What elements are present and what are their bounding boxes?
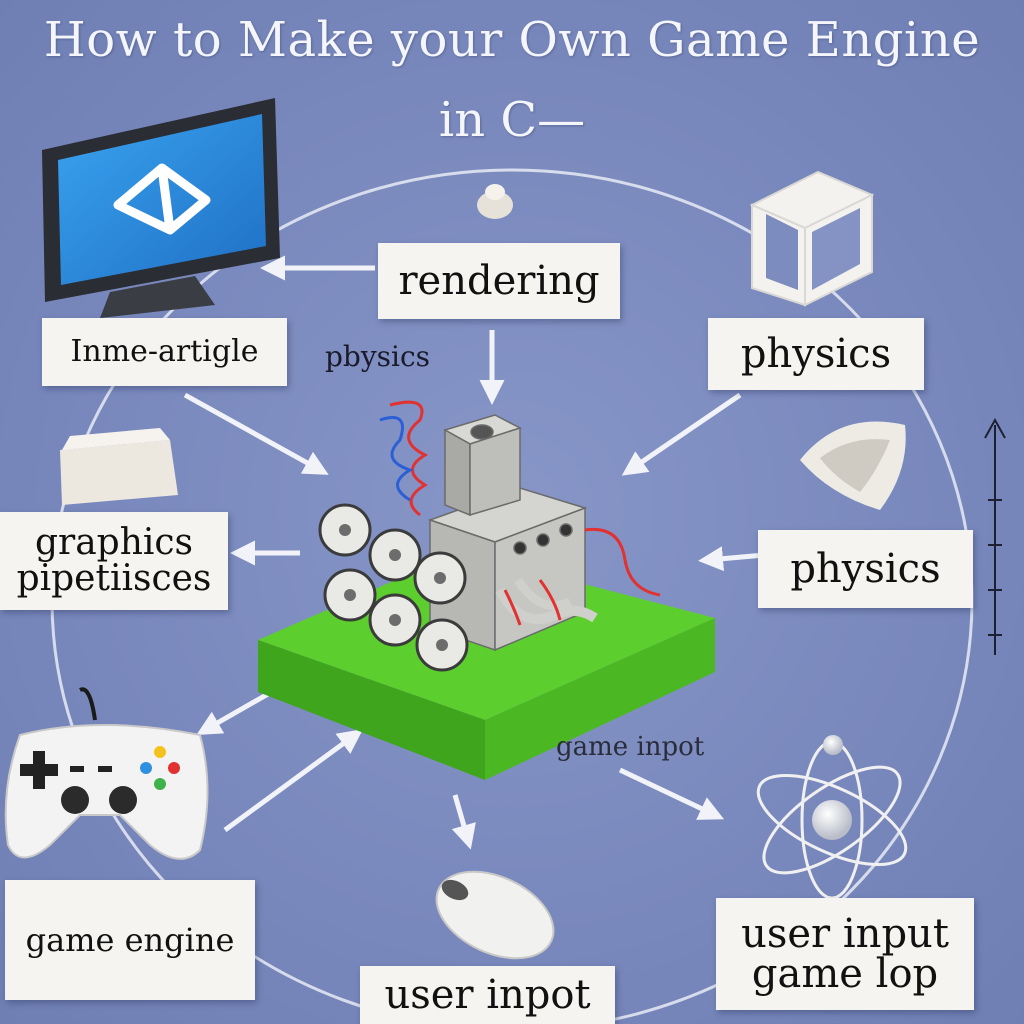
label-inme-article-text: Inme-artigle [70,334,259,369]
title-line-2: in C— [438,92,586,148]
label-physics-small: pbysics [325,340,431,373]
label-graphics-line1: graphics [34,522,194,563]
label-physics-right: physics [758,530,973,608]
label-physics-top-right: physics [708,318,924,390]
title-line-1: How to Make your Own Game Engine [43,12,981,68]
label-user-inpot-text: user inpot [384,972,591,1018]
cube-icon [749,170,875,307]
label-physics-right-text: physics [790,546,941,592]
label-user-input-line1: user input [741,911,949,957]
label-inme-article: Inme-artigle [42,318,287,386]
label-user-inpot: user inpot [360,966,615,1024]
flow-arrows [183,255,766,850]
arrow-physics-to-center [621,392,742,476]
label-physics-top-right-text: physics [740,331,892,377]
axis-icon [984,417,1006,655]
engine-icon [318,414,598,672]
wires-icon [379,400,661,626]
label-graphics-pipelines: graphics pipetiisces [0,512,228,610]
arrow-article-to-center [183,392,329,475]
label-game-engine-text: game engine [25,921,235,959]
gamepad-icon [4,687,209,860]
label-rendering-text: rendering [398,258,600,304]
label-graphics-line2: pipetiisces [16,558,212,599]
label-game-inpot: game inpot [556,732,705,762]
arrow-physics-right-to-center [698,546,766,572]
arrow-gamepad-to-center [223,729,364,833]
label-user-input-game-loop: user input game lop [716,898,974,1010]
cone-icon [800,421,906,510]
arrow-to-atom [618,767,725,820]
atom-icon [756,735,908,900]
label-user-input-line2: game lop [751,951,939,997]
mouse-icon [435,870,555,960]
small-sphere-icon [477,184,513,219]
label-rendering: rendering [378,243,620,319]
box-icon [60,428,178,505]
label-game-engine: game engine [5,880,255,1000]
arrow-down-to-mouse [451,794,476,850]
arrow-center-to-gamepad [196,687,277,735]
monitor-icon [42,98,280,318]
